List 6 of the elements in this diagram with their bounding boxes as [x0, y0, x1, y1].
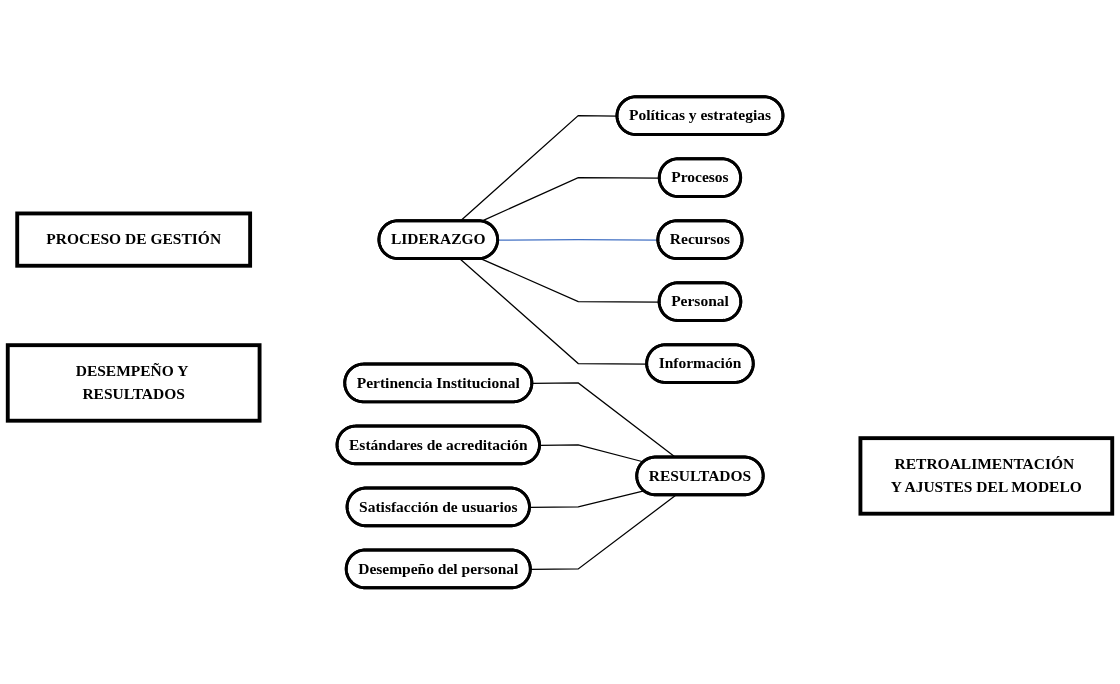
connector [530, 494, 677, 570]
node-box: RETROALIMENTACIÓN Y AJUSTES DEL MODELO [858, 435, 1115, 516]
connector [497, 238, 659, 241]
node-box: PROCESO DE GESTIÓN [15, 211, 253, 268]
node-box: DESEMPEÑO Y RESULTADOS [5, 342, 262, 423]
connector [529, 489, 645, 508]
